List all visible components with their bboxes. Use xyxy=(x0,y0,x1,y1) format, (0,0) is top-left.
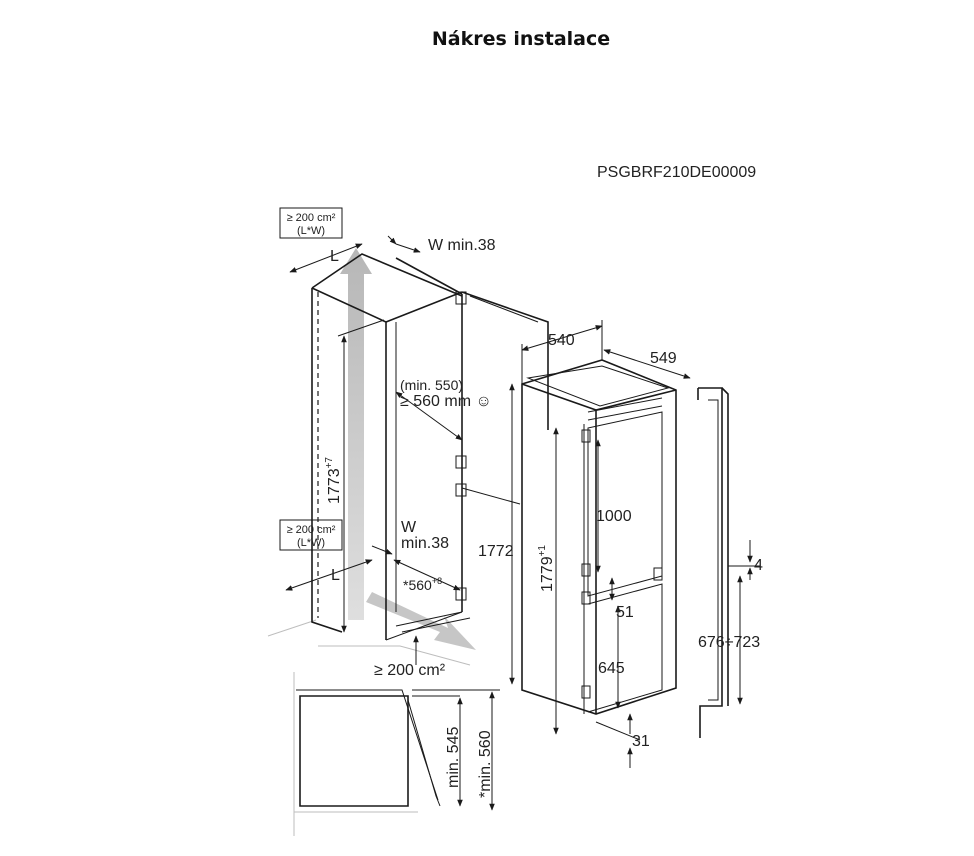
vent-bottom-w-min: min.38 xyxy=(401,535,449,552)
niche-height-2: 1772 xyxy=(478,543,514,560)
vent-top-l-label: L xyxy=(330,248,339,265)
appliance-depth: 540 xyxy=(548,332,575,349)
vent-bottom-lw: (L*W) xyxy=(297,537,325,549)
section-view xyxy=(293,672,500,836)
niche-min-depth: (min. 550) xyxy=(400,377,463,393)
bottom-offset: 31 xyxy=(632,733,650,750)
vent-bottom-depth: *560+8 xyxy=(403,576,442,593)
vent-bottom-l-label: L xyxy=(331,567,340,584)
door-gap: 51 xyxy=(616,604,634,621)
niche-cabinet xyxy=(267,235,549,685)
appliance-height: 1779+1 xyxy=(537,545,556,592)
vent-top-box xyxy=(279,207,343,239)
door-panel-side xyxy=(697,387,760,738)
upper-door-height: 1000 xyxy=(596,508,632,525)
section-min-560: *min. 560 xyxy=(477,730,494,798)
vent-top-area: ≥ 200 cm² xyxy=(287,212,336,224)
vent-bottom-w-label: W xyxy=(401,519,417,536)
panel-range: 676÷723 xyxy=(698,634,760,651)
product-code: PSGBRF210DE00009 xyxy=(597,164,756,181)
vent-bottom-area: ≥ 200 cm² xyxy=(287,524,336,536)
appliance-width: 549 xyxy=(650,350,677,367)
section-min-545: min. 545 xyxy=(445,727,462,788)
plinth-area: ≥ 200 cm² xyxy=(374,662,446,679)
page-title: Nákres instalace xyxy=(431,28,611,50)
vent-bottom-box xyxy=(279,519,343,551)
appliance-drawing xyxy=(521,320,691,768)
lower-door-height: 645 xyxy=(598,660,625,677)
niche-depth: ≥ 560 mm ☺ xyxy=(400,393,492,410)
panel-gap: 4 xyxy=(754,557,763,574)
airflow-up-arrow xyxy=(340,248,372,620)
vent-top-w-label: W min.38 xyxy=(428,237,496,254)
niche-height: 1773+7 xyxy=(324,457,343,504)
vent-top-lw: (L*W) xyxy=(297,225,325,237)
